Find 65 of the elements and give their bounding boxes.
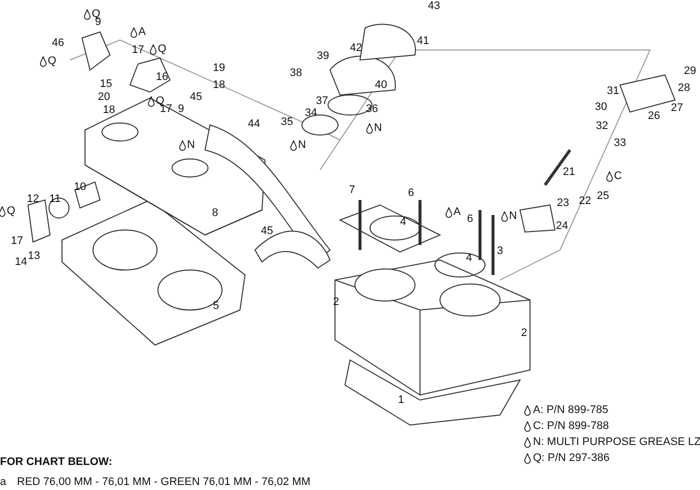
callout-number: 41: [416, 35, 430, 47]
callout-number: 33: [614, 137, 626, 149]
callout-number: 43: [428, 0, 440, 12]
callout-number: 9: [178, 103, 184, 115]
callout-number: 19: [212, 62, 226, 74]
callout-number: 37: [316, 95, 328, 107]
callout-number: 3: [496, 245, 504, 257]
legend-text: C: P/N 899-788: [533, 420, 609, 432]
note-text: a: [0, 476, 6, 488]
compound-letter: C: [614, 170, 622, 182]
callout-number: 20: [98, 91, 110, 103]
callout-number: 34: [304, 107, 318, 119]
callout-number: 17: [10, 235, 24, 247]
callout-number: 1: [398, 394, 404, 406]
callout-number: 12: [26, 193, 40, 205]
note-text: RED 76,00 MM - 76,01 MM - GREEN 76,01 MM - 76,02 MM: [17, 476, 310, 488]
callout-number: 31: [606, 85, 620, 97]
compound-letter: Q: [6, 205, 16, 217]
callout-number: 29: [684, 65, 696, 77]
legend-text: Q: P/N 297-386: [533, 452, 610, 464]
callout-number: 17: [132, 44, 144, 56]
callout-number: 7: [348, 184, 356, 196]
callout-number: 6: [408, 187, 414, 199]
callout-number: 35: [280, 116, 294, 128]
callout-number: 18: [102, 104, 116, 116]
callout-number: 2: [520, 327, 528, 339]
callout-number: 45: [190, 91, 202, 103]
callout-number: 39: [316, 50, 330, 62]
callout-number: 30: [594, 101, 608, 113]
callout-number: 4: [400, 216, 406, 228]
callout-number: 16: [156, 71, 168, 83]
callout-number: 40: [374, 79, 388, 91]
callout-number: 6: [466, 213, 474, 225]
compound-letter: N: [187, 139, 195, 151]
callout-number: 26: [648, 110, 660, 122]
callout-number: 42: [350, 42, 362, 54]
callout-number: 46: [52, 37, 64, 49]
callout-number: 27: [670, 102, 684, 114]
callout-number: 28: [678, 82, 690, 94]
callout-number: 44: [248, 118, 260, 130]
callout-number: 18: [212, 79, 226, 91]
compound-letter: N: [298, 139, 306, 151]
callout-number: 13: [28, 250, 40, 262]
callout-number: 17: [160, 103, 172, 115]
callout-number: 15: [100, 78, 112, 90]
note-text: FOR CHART BELOW:: [0, 456, 112, 468]
callout-number: 14: [14, 256, 28, 268]
callout-number: 45: [260, 225, 274, 237]
callout-number: 5: [212, 300, 220, 312]
compound-letter: N: [374, 122, 382, 134]
callout-number: 22: [578, 195, 592, 207]
compound-letter: A: [138, 26, 146, 38]
callout-number: 38: [290, 67, 302, 79]
compound-letter: N: [509, 210, 517, 222]
compound-letter: Q: [48, 55, 56, 67]
callout-number: 8: [212, 207, 218, 219]
callout-number: 32: [596, 120, 608, 132]
callout-number: 23: [556, 197, 570, 209]
compound-letter: Q: [158, 43, 166, 55]
callout-number: 4: [466, 252, 472, 264]
compound-letter: A: [453, 206, 461, 218]
legend-text: A: P/N 899-785: [533, 404, 608, 416]
callout-number: 21: [562, 166, 576, 178]
callout-number: 25: [596, 190, 610, 202]
callout-number: 24: [556, 220, 568, 232]
